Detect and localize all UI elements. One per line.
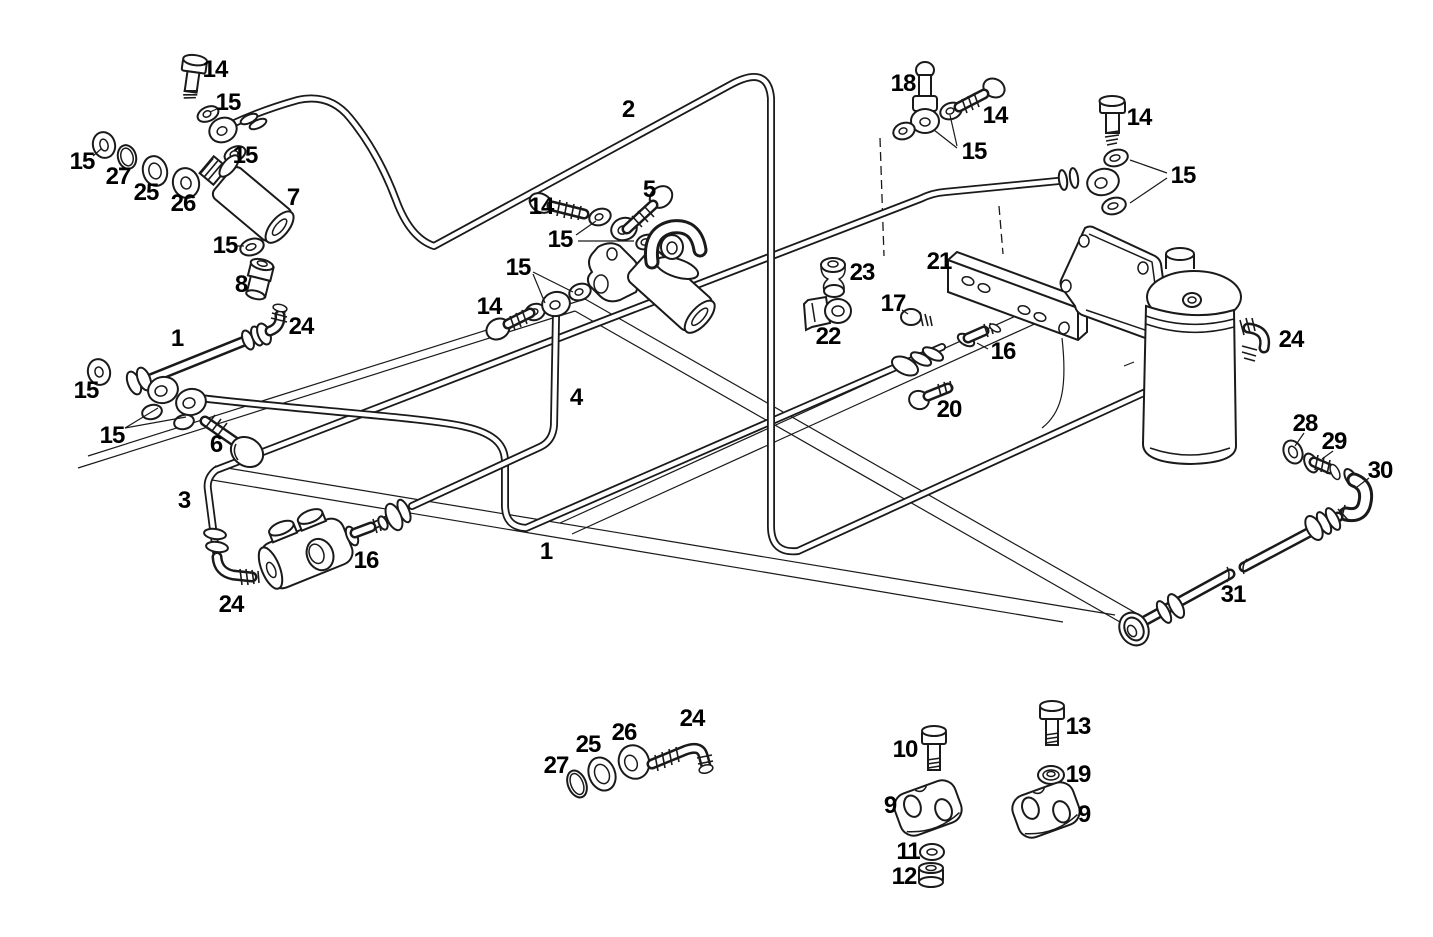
- nut-12: [918, 862, 944, 888]
- bolt-10: [921, 725, 947, 771]
- callout-21: 21: [926, 248, 953, 275]
- pipe-1: [196, 343, 946, 532]
- clamp-22: [802, 295, 852, 332]
- callout-16: 16: [990, 338, 1017, 365]
- callout-1: 1: [539, 538, 553, 565]
- callout-24: 24: [218, 591, 245, 618]
- callout-16: 16: [353, 547, 380, 574]
- callout-31: 31: [1220, 581, 1247, 608]
- return-hose-group: [1118, 439, 1374, 647]
- callout-10: 10: [892, 736, 919, 763]
- bolt-13: [1039, 700, 1065, 746]
- callout-9: 9: [1077, 801, 1091, 828]
- phantom-outline-lines: [77, 294, 1149, 623]
- callout-12: 12: [891, 863, 918, 890]
- callout-4: 4: [569, 384, 583, 411]
- callout-7: 7: [286, 184, 300, 211]
- elbow-30: [1337, 467, 1374, 523]
- callout-14: 14: [1126, 104, 1153, 131]
- pump-banjo-group: [86, 358, 265, 469]
- callout-6: 6: [209, 431, 223, 458]
- elbow-24-filter: [1239, 317, 1271, 362]
- bracket-21: [947, 250, 1088, 342]
- callout-3: 3: [177, 487, 191, 514]
- callout-22: 22: [815, 323, 842, 350]
- overflow-valve-assembly: [485, 185, 716, 341]
- clamp-9-right: [1011, 781, 1081, 839]
- callout-23: 23: [849, 259, 876, 286]
- callout-13: 13: [1065, 713, 1092, 740]
- callout-14: 14: [202, 56, 229, 83]
- callout-15: 15: [99, 422, 126, 449]
- callout-17: 17: [880, 290, 907, 317]
- fitting-8: [245, 257, 275, 301]
- callout-27: 27: [105, 163, 132, 190]
- callout-26: 26: [170, 190, 197, 217]
- callout-15: 15: [232, 142, 259, 169]
- callout-9: 9: [883, 792, 897, 819]
- callout-1: 1: [170, 325, 184, 352]
- callout-24: 24: [288, 313, 315, 340]
- bolt-6-head: [229, 435, 265, 469]
- callout-8: 8: [234, 271, 248, 298]
- fitting-16-upper: [956, 322, 1002, 348]
- bolt-20: [908, 380, 954, 411]
- callout-15: 15: [505, 254, 532, 281]
- callout-14: 14: [528, 193, 555, 220]
- valve-7-body: [198, 154, 295, 244]
- bolt-14-right: [1098, 95, 1126, 146]
- callout-20: 20: [936, 396, 963, 423]
- callout-2: 2: [621, 96, 635, 123]
- junction-block: [257, 508, 389, 590]
- callout-15: 15: [73, 377, 100, 404]
- callout-24: 24: [1278, 326, 1305, 353]
- callout-15: 15: [212, 232, 239, 259]
- callout-5: 5: [642, 176, 656, 203]
- callout-15: 15: [215, 89, 242, 116]
- clamp-group-right: [1011, 700, 1081, 839]
- callout-28: 28: [1292, 410, 1319, 437]
- seal-group-bottom: [566, 742, 714, 799]
- callout-19: 19: [1065, 761, 1092, 788]
- callout-27: 27: [543, 752, 570, 779]
- callout-15: 15: [69, 148, 96, 175]
- valve-7-assembly: [91, 53, 295, 301]
- bolt-14-top-left: [180, 53, 208, 99]
- clamp-9-left: [893, 779, 963, 837]
- callout-25: 25: [133, 179, 160, 206]
- callout-15: 15: [1170, 162, 1197, 189]
- callout-15: 15: [961, 138, 988, 165]
- callout-24: 24: [679, 705, 706, 732]
- dash-centerlines: [879, 137, 1004, 257]
- fitting-29: [1303, 452, 1341, 481]
- callout-25: 25: [575, 731, 602, 758]
- hose-1-assembly: [125, 303, 288, 396]
- grommet-23: [820, 257, 846, 298]
- callout-18: 18: [890, 70, 917, 97]
- elbow-24-bottom: [646, 742, 714, 775]
- callout-29: 29: [1321, 428, 1348, 455]
- hose-31: [1118, 507, 1344, 647]
- callout-30: 30: [1367, 457, 1394, 484]
- callout-11: 11: [896, 838, 920, 865]
- leader-lines: [92, 107, 1370, 488]
- clamp-group-left: [893, 725, 963, 888]
- callout-26: 26: [611, 719, 638, 746]
- elbow-thread-ticks: [239, 568, 260, 586]
- banjo-bolt-18-group: [892, 61, 1006, 141]
- filter-assembly: [1059, 225, 1271, 466]
- callout-14: 14: [476, 293, 503, 320]
- pipe-3: [203, 148, 1129, 586]
- callout-14: 14: [982, 102, 1009, 129]
- callout-15: 15: [547, 226, 574, 253]
